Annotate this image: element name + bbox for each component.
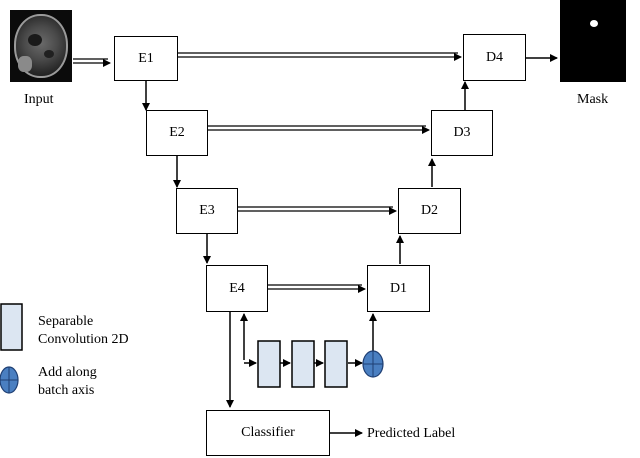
sep-conv-block-3 [324, 340, 348, 388]
legend-sep-conv-line1: Separable [38, 314, 94, 329]
output-mask-image [560, 0, 626, 82]
mask-label: Mask [577, 92, 609, 107]
encoder-e2: E2 [146, 110, 208, 156]
skip-e2-d3 [208, 125, 430, 134]
bottleneck-path [240, 313, 377, 367]
sep-conv-block-1 [257, 340, 281, 388]
decoder-d1: D1 [367, 265, 430, 312]
skip-e3-d2 [238, 206, 397, 215]
decoder-d4: D4 [463, 34, 526, 81]
add-node [362, 350, 384, 378]
legend-sep-conv-icon [0, 303, 23, 351]
skip-e1-d4 [178, 52, 462, 61]
arrow-input-e1 [73, 58, 111, 67]
predicted-label-text: Predicted Label [367, 426, 456, 441]
sep-conv-block-2 [291, 340, 315, 388]
classifier-box: Classifier [206, 410, 330, 456]
legend-sep-conv-line2: Convolution 2D [38, 332, 129, 347]
legend-add-line1: Add along [38, 365, 97, 380]
encoder-e3: E3 [176, 188, 238, 234]
legend-add-line2: batch axis [38, 383, 95, 398]
decoder-d3: D3 [431, 110, 493, 156]
decoder-d2: D2 [398, 188, 461, 234]
encoder-e4: E4 [206, 265, 268, 312]
legend-add-icon [0, 366, 19, 394]
skip-e4-d1 [268, 284, 366, 293]
input-label: Input [24, 92, 54, 107]
input-mri-image [10, 10, 72, 82]
encoder-e1: E1 [114, 36, 178, 81]
